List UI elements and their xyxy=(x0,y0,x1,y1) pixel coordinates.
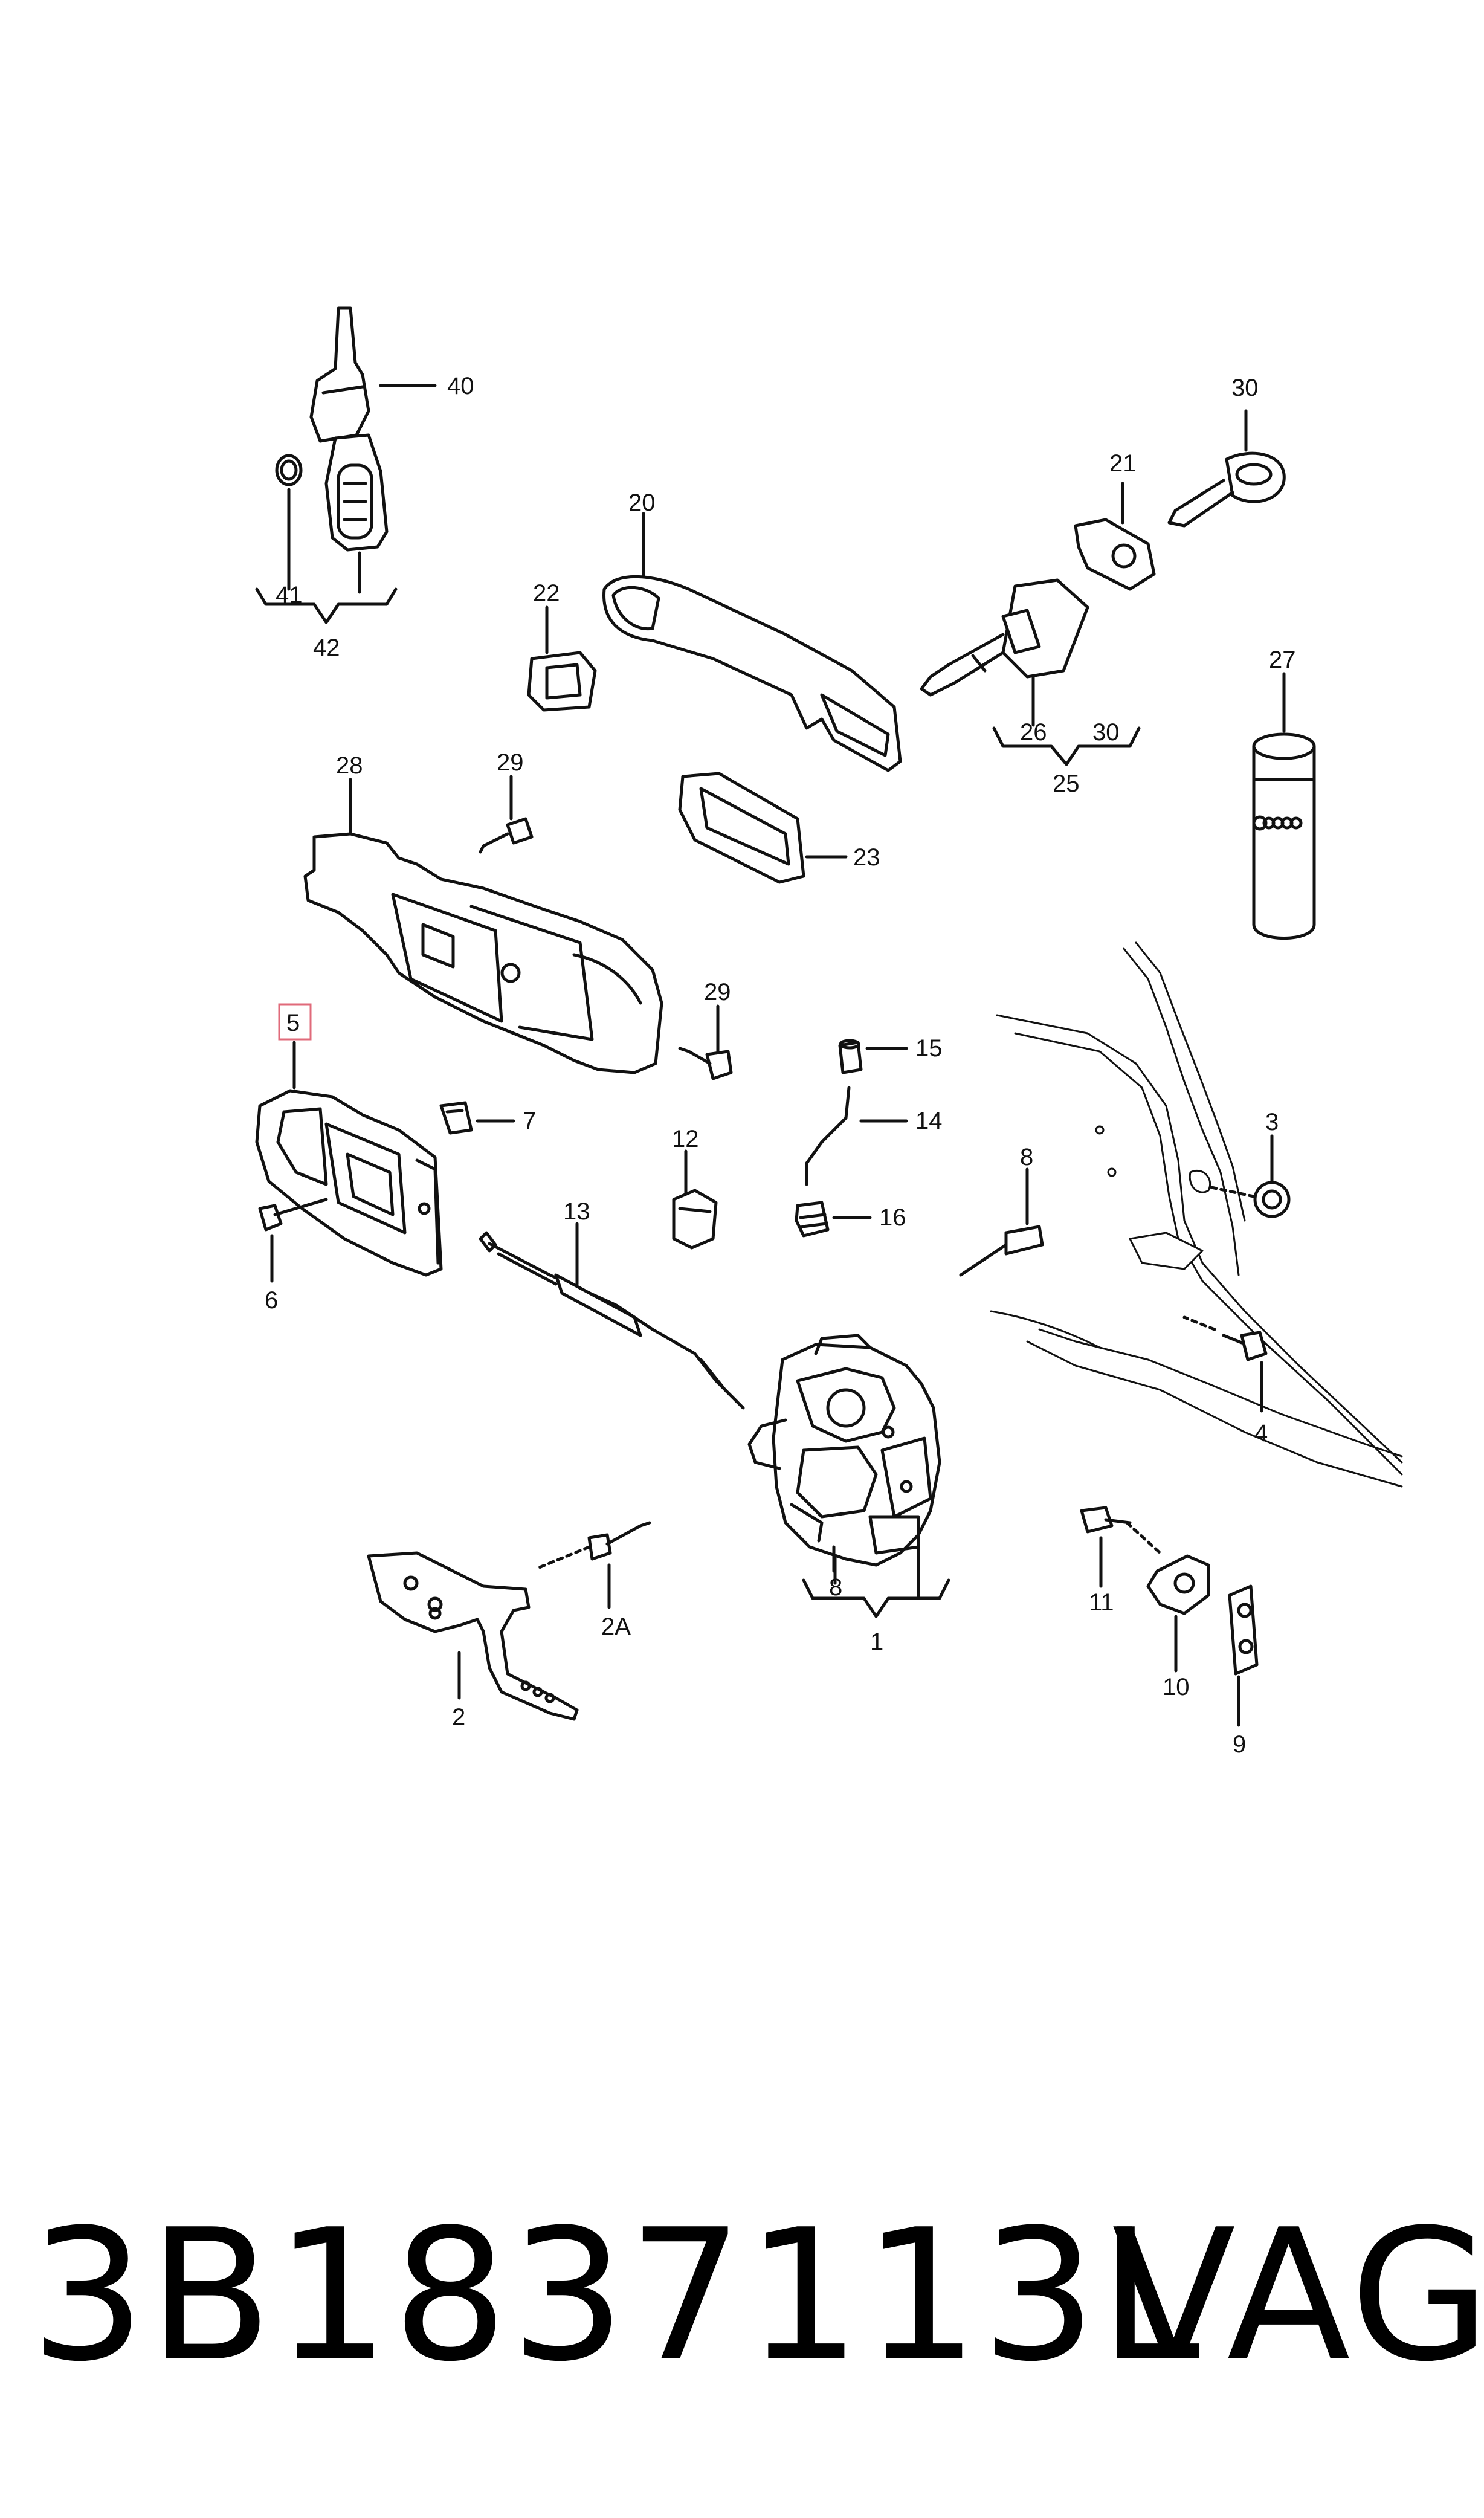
screw-part-11 xyxy=(1080,1506,1132,1588)
bracket-part-2 xyxy=(367,1551,579,1721)
clip-part-12 xyxy=(672,1149,718,1250)
callout-11: 11 xyxy=(1089,1589,1114,1616)
remote-body-part-42 xyxy=(324,433,389,594)
handle-carrier-part-28 xyxy=(303,778,663,1074)
lock-cap-part-21 xyxy=(1074,482,1156,591)
callout-41: 41 xyxy=(276,582,303,609)
grommet-part-16 xyxy=(795,1201,872,1238)
callout-15: 15 xyxy=(915,1035,943,1062)
callout-13: 13 xyxy=(563,1198,590,1225)
interior-handle-part-5 xyxy=(255,1041,443,1277)
callout-4: 4 xyxy=(1254,1420,1268,1447)
rod-part-14 xyxy=(805,1086,908,1186)
rivet-part-2A xyxy=(536,1521,651,1609)
callout-2A: 2A xyxy=(601,1613,631,1640)
door-lock-part-1 xyxy=(747,1334,941,1567)
callout-7: 7 xyxy=(523,1108,536,1134)
bracket-42 xyxy=(255,587,398,624)
callout-9: 9 xyxy=(1233,1731,1246,1758)
bracket-25 xyxy=(992,726,1141,766)
callout-5: 5 xyxy=(286,1010,300,1036)
part-number: 3B1837113L xyxy=(30,2190,1202,2401)
callout-5-highlight: 5 xyxy=(278,1003,312,1041)
callout-26: 26 xyxy=(1020,719,1047,746)
screw-part-6 xyxy=(258,1198,328,1283)
key-top-part-40 xyxy=(309,306,437,443)
callout-8-b: 8 xyxy=(829,1574,842,1601)
key-part-30 xyxy=(1167,409,1286,528)
screw-part-4 xyxy=(1182,1315,1268,1413)
callout-2: 2 xyxy=(452,1704,465,1731)
knob-part-15 xyxy=(838,1039,908,1074)
callout-21: 21 xyxy=(1109,450,1137,477)
callout-25: 25 xyxy=(1053,770,1080,797)
lock-cylinder-part-26 xyxy=(920,578,1089,727)
callout-29-a: 29 xyxy=(497,749,524,776)
callout-16: 16 xyxy=(879,1204,906,1231)
striker-plate-part-10 xyxy=(1146,1554,1210,1673)
callout-40: 40 xyxy=(447,373,474,399)
ring-part-41 xyxy=(275,454,303,591)
callout-8-a: 8 xyxy=(1020,1144,1033,1170)
callout-27: 27 xyxy=(1269,647,1296,673)
callout-3: 3 xyxy=(1265,1109,1279,1135)
callout-22: 22 xyxy=(533,580,560,607)
callout-29-b: 29 xyxy=(704,979,731,1006)
door-frame-outline xyxy=(990,941,1403,1488)
pin-part-8 xyxy=(959,1167,1044,1277)
bumper-part-3 xyxy=(1210,1134,1291,1218)
callout-6: 6 xyxy=(265,1287,278,1314)
callout-30-a: 30 xyxy=(1231,375,1259,401)
callout-23: 23 xyxy=(853,844,880,871)
callout-12: 12 xyxy=(672,1126,699,1152)
clip-part-7 xyxy=(439,1101,515,1135)
part-info-footer: 3B1837113L VAG xyxy=(0,2187,1484,2441)
handle-gasket-part-23 xyxy=(678,772,848,884)
screw-part-29-a xyxy=(479,775,534,854)
bracket-1 xyxy=(802,1578,950,1618)
callout-1: 1 xyxy=(870,1629,883,1655)
outer-handle-part-20 xyxy=(602,512,902,772)
exploded-parts-diagram: 40 41 42 20 22 23 21 30 26 30 25 27 28 2… xyxy=(255,306,1403,1758)
callout-28: 28 xyxy=(336,752,363,779)
gasket-part-22 xyxy=(527,605,597,712)
spray-can-part-27 xyxy=(1252,672,1316,940)
callout-30-b: 30 xyxy=(1092,719,1120,746)
bowden-cable-part-13 xyxy=(479,1222,745,1410)
callout-10: 10 xyxy=(1163,1674,1190,1700)
callout-20: 20 xyxy=(628,489,656,516)
screw-part-29-b xyxy=(678,1004,733,1080)
callout-14: 14 xyxy=(915,1108,943,1134)
brand-name: VAG xyxy=(1112,2190,1484,2401)
callout-42: 42 xyxy=(313,634,340,661)
striker-part-9 xyxy=(1228,1584,1259,1727)
